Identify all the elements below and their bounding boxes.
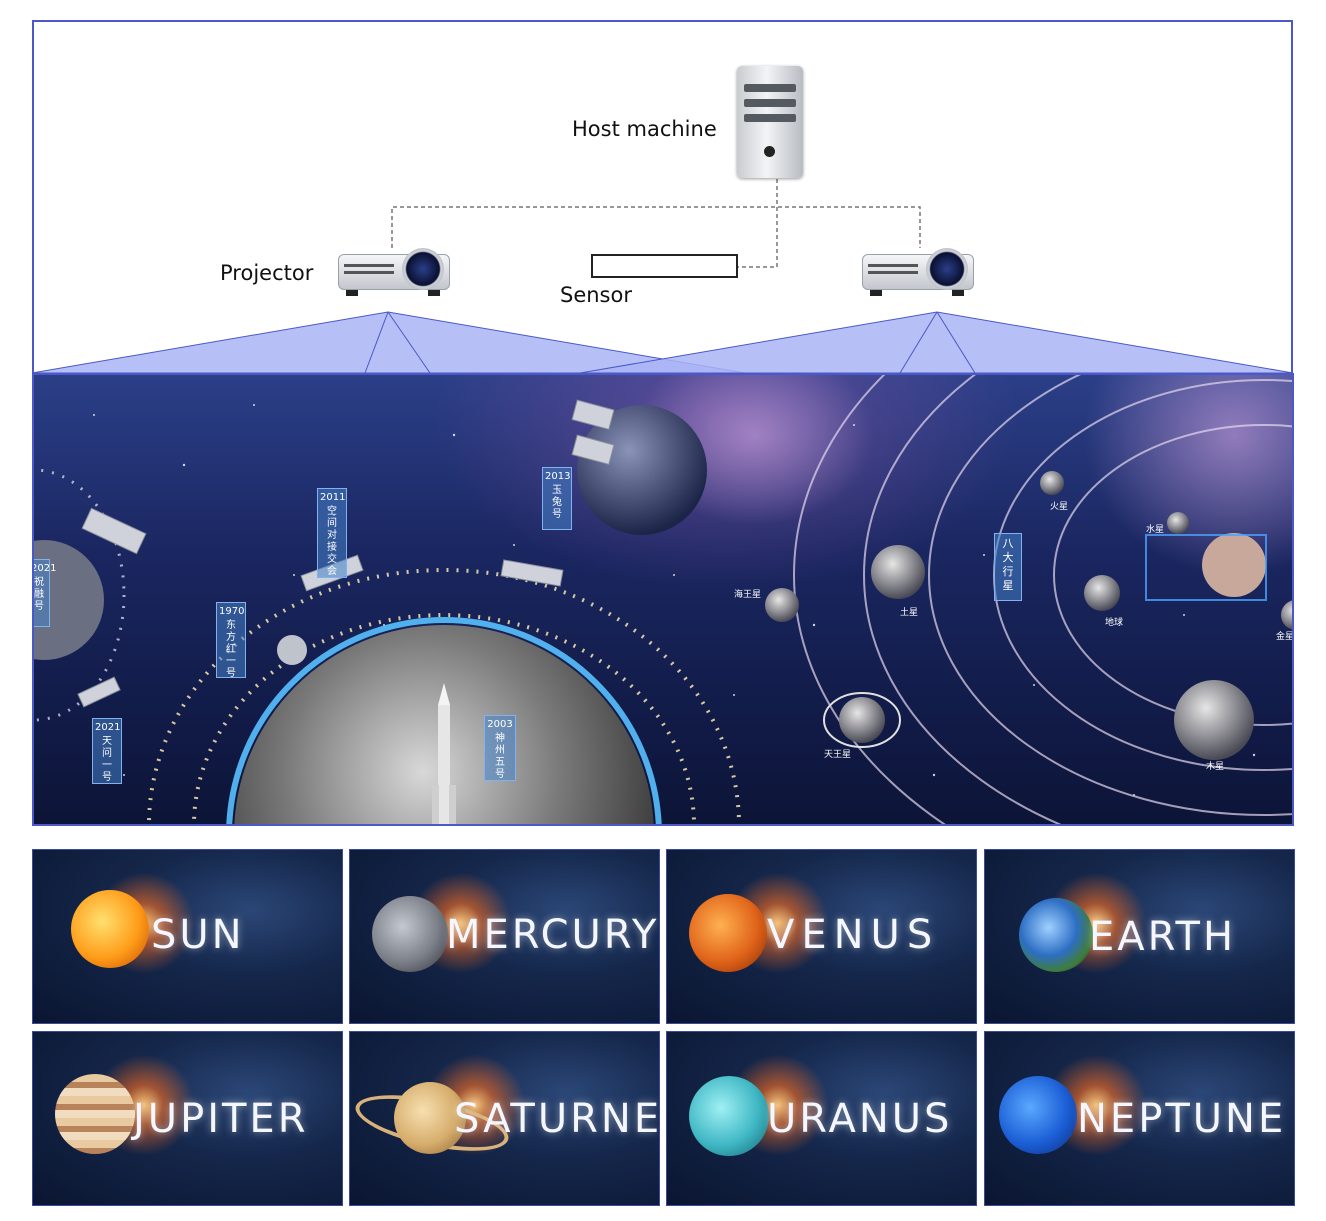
sensor-bar [591,254,738,278]
venus-icon [689,894,767,972]
uranus-icon [689,1076,769,1156]
planet-label-saturn: 土星 [900,608,919,618]
saturn-icon [394,1082,466,1154]
planets-title-tag: 八大行星 [994,533,1022,601]
tile-title: SUN [151,912,245,958]
right-projector-icon [862,248,974,296]
planet-tile-uranus: URANUS [666,1031,977,1206]
milestone-tag: 2013 玉兔号 [542,467,572,530]
mercury-icon [372,896,448,972]
projection-wall: 2021 祝融号 2011 空间对接交会 2013 玉兔号 1970 东方红一号… [32,373,1294,826]
planet-tile-saturne: SATURNE [349,1031,660,1206]
milestone-tag: 1970 东方红一号 [216,602,246,679]
planet-label-uranus: 天王星 [824,750,852,760]
planet-tile-sun: SUN [32,849,343,1024]
planet-tile-jupiter: JUPITER [32,1031,343,1206]
planet-tile-venus: VENUS [666,849,977,1024]
neptune-icon [999,1076,1077,1154]
tile-title: NEPTUNE [1077,1096,1287,1142]
tile-title: VENUS [767,912,940,958]
host-machine-icon [737,66,803,178]
jupiter-icon [55,1074,135,1154]
planet-label-neptune: 海王星 [734,590,762,600]
planet-label-earth: 地球 [1105,618,1124,628]
planet-tile-neptune: NEPTUNE [984,1031,1295,1206]
planet-label-venus: 金星 [1276,632,1294,642]
milestone-tag: 2011 空间对接交会 [317,488,347,578]
milestone-tag: 2003 神州五号 [484,715,516,781]
tile-title: MERCURY [446,912,660,958]
host-machine-label: Host machine [572,117,717,141]
tile-title: SATURNE [454,1096,660,1142]
left-projector-icon [338,248,450,296]
connection-diagram [31,172,1294,374]
planet-tile-earth: EARTH [984,849,1295,1024]
tile-title: EARTH [1089,914,1237,960]
sensor-label: Sensor [560,283,632,307]
milestone-tag: 2021 天问一号 [92,718,122,784]
host-cable [712,172,778,268]
tile-title: URANUS [767,1096,953,1142]
planet-tile-mercury: MERCURY [349,849,660,1024]
network-cable [391,206,921,248]
sun-icon [71,890,149,968]
tile-title: JUPITER [133,1096,309,1142]
wall-artwork [34,375,1292,824]
milestone-tag: 2021 祝融号 [34,559,56,627]
installation-frame [32,20,1293,373]
planet-label-jupiter: 木星 [1206,762,1225,772]
earth-icon [1019,898,1093,972]
planet-label-mars: 火星 [1050,502,1069,512]
planet-label-mercury: 水星 [1146,525,1165,535]
right-projection-cone [579,311,1294,374]
projector-label: Projector [220,261,314,285]
